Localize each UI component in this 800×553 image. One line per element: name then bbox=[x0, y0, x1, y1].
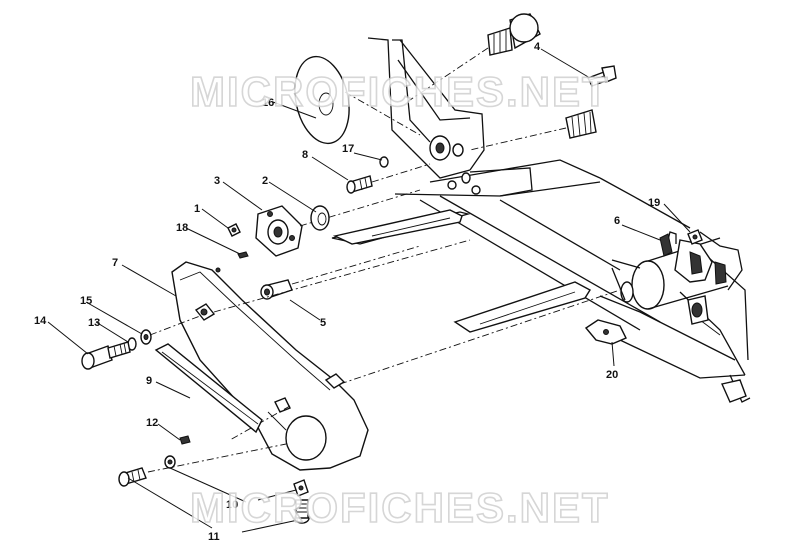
callout-16: 16 bbox=[262, 97, 274, 109]
callout-10: 10 bbox=[226, 499, 238, 511]
watermark-top: MICROFICHES.NET bbox=[190, 68, 610, 115]
callout-12: 12 bbox=[146, 417, 158, 429]
callout-11: 11 bbox=[208, 531, 220, 543]
part-1-nut bbox=[227, 223, 241, 237]
part-18-screw bbox=[237, 251, 249, 259]
part-15-washer bbox=[140, 329, 152, 345]
callout-4: 4 bbox=[534, 41, 541, 53]
callout-8: 8 bbox=[302, 149, 308, 161]
callout-19: 19 bbox=[648, 197, 660, 209]
part-20-bracket bbox=[584, 319, 627, 345]
part-6-clip bbox=[659, 233, 673, 257]
part-7-chaincase-cover bbox=[171, 239, 621, 471]
part-16-disc bbox=[294, 55, 421, 145]
callout-3: 3 bbox=[214, 175, 220, 187]
part-11-bolt-lower-right bbox=[294, 499, 310, 524]
chassis-frame bbox=[331, 37, 751, 403]
callout-1: 1 bbox=[194, 203, 200, 215]
callout-2: 2 bbox=[262, 175, 268, 187]
part-9-chain-guide bbox=[154, 343, 263, 434]
watermark-bottom: MICROFICHES.NET bbox=[190, 484, 610, 531]
part-17-washer bbox=[379, 156, 389, 168]
drive-shaft-upper bbox=[409, 13, 541, 101]
callout-18: 18 bbox=[176, 222, 188, 234]
callout-5: 5 bbox=[320, 317, 326, 329]
callout-17: 17 bbox=[342, 143, 354, 155]
callout-labels: 16 4 8 17 3 2 1 18 7 5 15 13 14 9 12 10 … bbox=[34, 41, 660, 543]
callout-13: 13 bbox=[88, 317, 100, 329]
frame-hub bbox=[429, 135, 481, 195]
drive-shaft-lower bbox=[469, 109, 597, 151]
part-8-bolt bbox=[346, 163, 431, 194]
leader-lines bbox=[47, 48, 691, 533]
part-12-pin bbox=[179, 435, 191, 445]
callout-20: 20 bbox=[606, 369, 618, 381]
callout-14: 14 bbox=[34, 315, 47, 327]
part-19-nut bbox=[687, 229, 703, 245]
part-14-bolt bbox=[81, 315, 201, 370]
callout-9: 9 bbox=[146, 375, 152, 387]
part-10-washer-lower bbox=[164, 455, 176, 469]
callout-15: 15 bbox=[80, 295, 92, 307]
watermark: MICROFICHES.NET MICROFICHES.NET bbox=[189, 67, 610, 532]
callout-7: 7 bbox=[112, 257, 118, 269]
part-11-bolt-lower-left bbox=[118, 443, 287, 487]
part-3-bearing-flange bbox=[255, 189, 421, 257]
part-5-spacer bbox=[260, 245, 421, 300]
callout-6: 6 bbox=[614, 215, 620, 227]
part-2-bearing bbox=[310, 205, 330, 231]
part-4-bolt bbox=[587, 65, 617, 87]
part-10-nut-lower bbox=[293, 479, 309, 497]
